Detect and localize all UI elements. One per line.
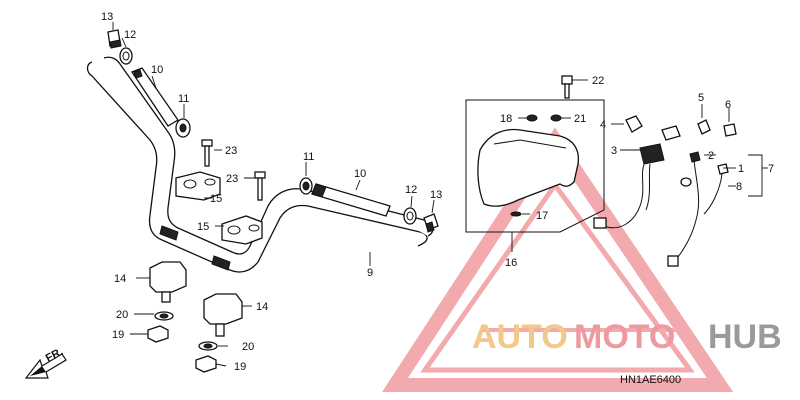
callout-12: 12 (405, 184, 417, 196)
watermark-moto: MOTO (574, 318, 675, 356)
watermark-text: AUTO MOTO HUB (472, 318, 782, 356)
switch-harness (593, 115, 737, 267)
callout-11: 11 (303, 151, 314, 163)
callout-21: 21 (574, 113, 586, 125)
callout-23: 23 (226, 173, 238, 185)
washers-nuts (147, 311, 218, 373)
callout-9: 9 (367, 267, 373, 279)
watermark-logo (382, 127, 734, 392)
callout-14: 14 (114, 273, 126, 285)
diagram-code: HN1AE6400 (620, 374, 681, 386)
watermark-auto: AUTO (472, 318, 568, 356)
callout-13: 13 (430, 189, 442, 201)
callout-8: 8 (736, 181, 742, 193)
handlebar (86, 56, 434, 273)
callout-15: 15 (197, 221, 209, 233)
callout-15: 15 (210, 193, 222, 205)
callout-20: 20 (116, 309, 128, 321)
callout-7: 7 (768, 163, 774, 175)
callout-1: 1 (738, 163, 744, 175)
front-direction-arrow: FR. (24, 346, 67, 379)
callout-14: 14 (256, 301, 268, 313)
callout-2: 2 (708, 150, 714, 162)
callout-11: 11 (178, 93, 189, 105)
lower-holders (149, 261, 243, 337)
callout-labels: 13 12 10 11 23 23 15 15 14 14 20 20 19 1… (101, 11, 774, 373)
watermark-hub: HUB (708, 318, 782, 356)
left-end-parts (107, 29, 191, 138)
callout-18: 18 (500, 113, 512, 125)
callout-19: 19 (112, 329, 124, 341)
right-end-parts (299, 177, 439, 233)
callout-6: 6 (725, 99, 731, 111)
callout-10: 10 (354, 168, 366, 180)
callout-10: 10 (151, 64, 163, 76)
upper-holders (175, 139, 266, 245)
callout-20: 20 (242, 341, 254, 353)
callout-3: 3 (611, 145, 617, 157)
callout-5: 5 (698, 92, 704, 104)
callout-13: 13 (101, 11, 113, 23)
callout-12: 12 (124, 29, 136, 41)
callout-23: 23 (225, 145, 237, 157)
callout-16: 16 (505, 257, 517, 269)
callout-19: 19 (234, 361, 246, 373)
callout-4: 4 (600, 119, 606, 131)
callout-17: 17 (536, 210, 548, 222)
cover-assembly (465, 75, 605, 233)
callout-22: 22 (592, 75, 604, 87)
